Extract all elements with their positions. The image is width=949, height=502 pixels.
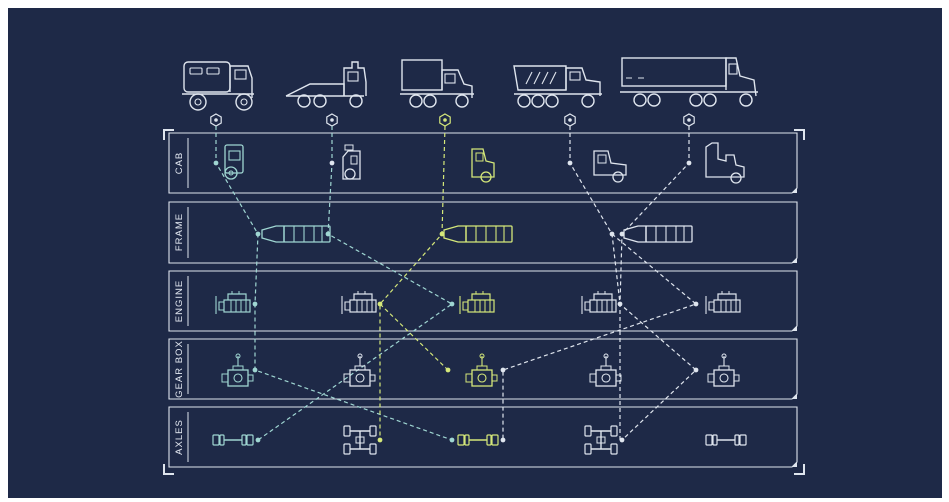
cab-icon[interactable] xyxy=(471,148,495,183)
cab-icon[interactable] xyxy=(705,142,745,184)
gearbox-icon[interactable] xyxy=(343,353,376,387)
vehicle-connector-nodes xyxy=(210,113,695,127)
panel-corner-notches xyxy=(792,188,797,467)
cab-row-icons xyxy=(224,142,745,184)
gearbox-icon[interactable] xyxy=(221,353,254,387)
engine-icon[interactable] xyxy=(705,290,741,315)
frame-icon[interactable] xyxy=(261,225,331,243)
hex-node-icon xyxy=(564,113,576,127)
row-label-cab: CAB xyxy=(174,152,185,175)
cab-icon[interactable] xyxy=(224,144,244,180)
connection-dots xyxy=(213,160,699,443)
cab-icon[interactable] xyxy=(342,144,361,180)
row-panel-axles xyxy=(168,406,798,468)
hex-node-icon xyxy=(683,113,695,127)
dump-truck-icon[interactable] xyxy=(513,65,603,108)
hex-node-icon xyxy=(210,113,222,127)
row-panel-cab xyxy=(168,132,798,194)
engine-icon[interactable] xyxy=(581,290,617,315)
hex-node-icon xyxy=(326,113,338,127)
gearbox-icon[interactable] xyxy=(465,353,498,387)
engine-icon[interactable] xyxy=(341,290,377,315)
path-vehicle-3 xyxy=(379,125,446,440)
semi-trailer-truck-icon[interactable] xyxy=(619,57,759,107)
gearbox-icon[interactable] xyxy=(589,353,622,387)
axle-icon[interactable] xyxy=(212,434,254,446)
path-vehicle-5 xyxy=(619,126,697,441)
row-panel-frame xyxy=(168,201,798,264)
vehicle-row xyxy=(181,57,759,111)
row-label-engine: ENGINE xyxy=(174,280,185,322)
truck-configuration-diagram: CAB FRAME ENGINE GEAR BOX AXLES xyxy=(163,57,805,475)
box-truck-icon[interactable] xyxy=(399,59,475,108)
axle-icon[interactable] xyxy=(343,425,377,455)
path-vehicle-3b xyxy=(379,303,449,371)
row-label-frame: FRAME xyxy=(174,213,185,251)
frame-icon[interactable] xyxy=(443,225,513,243)
row-label-gear-box: GEAR BOX xyxy=(174,340,185,398)
row-panel-gear-box xyxy=(168,338,798,400)
path-vehicle-1 xyxy=(215,126,453,441)
axles-row-icons xyxy=(212,425,747,455)
expedition-truck-icon[interactable] xyxy=(181,61,255,111)
axle-icon[interactable] xyxy=(457,434,499,446)
gear-box-row-icons xyxy=(221,353,740,387)
axle-icon[interactable] xyxy=(584,425,618,455)
diagram-canvas: CAB FRAME ENGINE GEAR BOX AXLES xyxy=(8,8,942,498)
frame-corner-brackets xyxy=(163,129,805,475)
engine-row-icons xyxy=(215,290,741,315)
row-panel-engine xyxy=(168,270,798,332)
row-label-axles: AXLES xyxy=(174,419,185,455)
connection-lines xyxy=(215,125,698,441)
gearbox-icon[interactable] xyxy=(707,353,740,387)
engine-icon[interactable] xyxy=(459,290,495,315)
frame-icon[interactable] xyxy=(623,225,693,243)
axle-icon[interactable] xyxy=(705,434,747,446)
cab-icon[interactable] xyxy=(593,150,627,183)
hex-node-icon xyxy=(439,113,451,127)
path-vehicle-4 xyxy=(569,126,621,440)
path-vehicle-4b xyxy=(502,233,698,440)
engine-icon[interactable] xyxy=(215,290,251,315)
tow-truck-icon[interactable] xyxy=(285,61,367,108)
